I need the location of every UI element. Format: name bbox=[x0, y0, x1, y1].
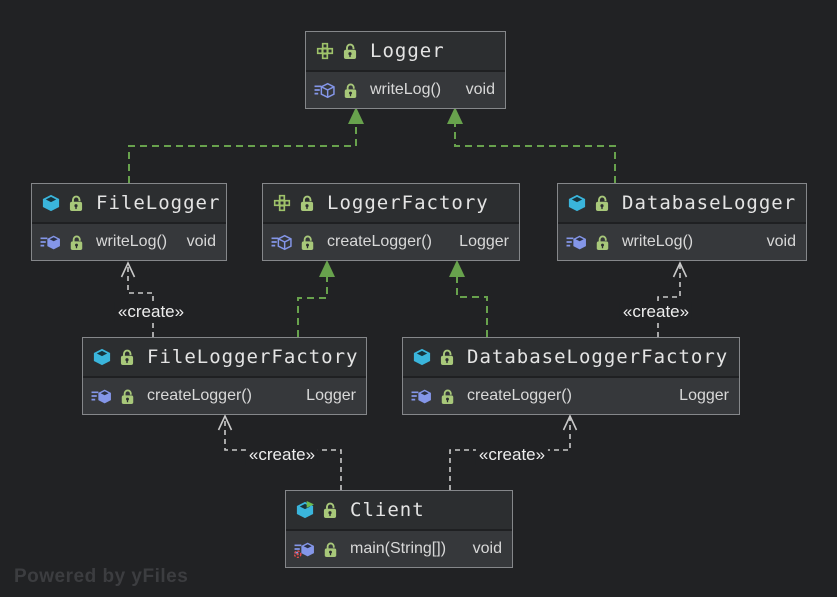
abstract-method-icon bbox=[271, 234, 292, 251]
yfiles-watermark[interactable]: Powered by yFiles bbox=[14, 566, 189, 587]
method-return-type: void bbox=[472, 540, 502, 557]
method-name: main(String[]) bbox=[350, 540, 447, 557]
method-row[interactable]: main(String[]) void bbox=[286, 529, 512, 567]
create-stereotype-label: «create» bbox=[475, 445, 549, 465]
edge-fileloggerfactory-loggerfactory[interactable] bbox=[297, 260, 335, 337]
class-header[interactable]: Logger bbox=[306, 32, 505, 70]
class-node-databaselogger[interactable]: DatabaseLogger writeLog() void bbox=[557, 183, 807, 261]
method-name: writeLog() bbox=[96, 233, 168, 250]
edge-databaselogger-logger[interactable] bbox=[447, 107, 616, 183]
method-row[interactable]: createLogger() Logger bbox=[403, 376, 739, 414]
method-icon bbox=[91, 388, 112, 405]
class-node-client[interactable]: Client main(String[]) void bbox=[285, 490, 513, 568]
method-name: writeLog() bbox=[370, 81, 442, 98]
class-header[interactable]: LoggerFactory bbox=[263, 184, 519, 222]
class-title: LoggerFactory bbox=[327, 192, 489, 214]
class-title: FileLogger bbox=[96, 192, 221, 214]
unlocked-icon bbox=[300, 234, 315, 251]
create-stereotype-label: «create» bbox=[619, 302, 693, 322]
class-icon bbox=[413, 348, 431, 366]
class-title: DatabaseLoggerFactory bbox=[467, 346, 729, 368]
class-node-databaseloggerfactory[interactable]: DatabaseLoggerFactory createLogger() Log… bbox=[402, 337, 740, 415]
method-icon bbox=[566, 234, 587, 251]
class-icon bbox=[93, 348, 111, 366]
class-node-loggerfactory[interactable]: LoggerFactory createLogger() Logger bbox=[262, 183, 520, 261]
edge-databaseloggerfactory-loggerfactory[interactable] bbox=[449, 260, 488, 337]
method-icon bbox=[411, 388, 432, 405]
interface-icon bbox=[316, 42, 334, 60]
method-icon bbox=[40, 234, 61, 251]
class-node-fileloggerfactory[interactable]: FileLoggerFactory createLogger() Logger bbox=[82, 337, 367, 415]
method-name: createLogger() bbox=[467, 387, 572, 404]
method-name: writeLog() bbox=[622, 233, 694, 250]
method-row[interactable]: createLogger() Logger bbox=[83, 376, 366, 414]
unlocked-icon bbox=[439, 348, 455, 366]
main-method-icon bbox=[294, 541, 315, 558]
unlocked-icon bbox=[342, 42, 358, 60]
unlocked-icon bbox=[343, 82, 358, 99]
class-title: FileLoggerFactory bbox=[147, 346, 359, 368]
method-return-type: void bbox=[186, 233, 216, 250]
class-icon bbox=[568, 194, 586, 212]
unlocked-icon bbox=[299, 194, 315, 212]
unlocked-icon bbox=[440, 388, 455, 405]
unlocked-icon bbox=[594, 194, 610, 212]
edge-filelogger-logger[interactable] bbox=[128, 107, 364, 183]
create-stereotype-label: «create» bbox=[245, 445, 319, 465]
unlocked-icon bbox=[595, 234, 610, 251]
class-header[interactable]: DatabaseLoggerFactory bbox=[403, 338, 739, 376]
unlocked-icon bbox=[322, 501, 338, 519]
edge-create-databaselogger[interactable] bbox=[657, 261, 688, 337]
unlocked-icon bbox=[69, 234, 84, 251]
interface-icon bbox=[273, 194, 291, 212]
class-header[interactable]: DatabaseLogger bbox=[558, 184, 806, 222]
class-title: Client bbox=[350, 499, 425, 521]
method-row[interactable]: writeLog() void bbox=[306, 70, 505, 108]
create-stereotype-label: «create» bbox=[114, 302, 188, 322]
method-name: createLogger() bbox=[327, 233, 432, 250]
method-row[interactable]: writeLog() void bbox=[558, 222, 806, 260]
runnable-class-icon bbox=[296, 501, 314, 519]
class-title: Logger bbox=[370, 40, 445, 62]
method-return-type: Logger bbox=[679, 387, 729, 404]
method-row[interactable]: writeLog() void bbox=[32, 222, 226, 260]
method-name: createLogger() bbox=[147, 387, 252, 404]
unlocked-icon bbox=[119, 348, 135, 366]
class-title: DatabaseLogger bbox=[622, 192, 797, 214]
class-header[interactable]: FileLogger bbox=[32, 184, 226, 222]
unlocked-icon bbox=[323, 541, 338, 558]
class-node-logger[interactable]: Logger writeLog() void bbox=[305, 31, 506, 109]
method-return-type: void bbox=[465, 81, 495, 98]
unlocked-icon bbox=[68, 194, 84, 212]
method-row[interactable]: createLogger() Logger bbox=[263, 222, 519, 260]
class-header[interactable]: Client bbox=[286, 491, 512, 529]
edge-create-filelogger[interactable] bbox=[120, 261, 154, 337]
class-icon bbox=[42, 194, 60, 212]
unlocked-icon bbox=[120, 388, 135, 405]
method-return-type: Logger bbox=[306, 387, 356, 404]
abstract-method-icon bbox=[314, 82, 335, 99]
class-header[interactable]: FileLoggerFactory bbox=[83, 338, 366, 376]
method-return-type: void bbox=[766, 233, 796, 250]
class-node-filelogger[interactable]: FileLogger writeLog() void bbox=[31, 183, 227, 261]
method-return-type: Logger bbox=[459, 233, 509, 250]
edge-create-fileloggerfactory[interactable] bbox=[217, 414, 342, 490]
